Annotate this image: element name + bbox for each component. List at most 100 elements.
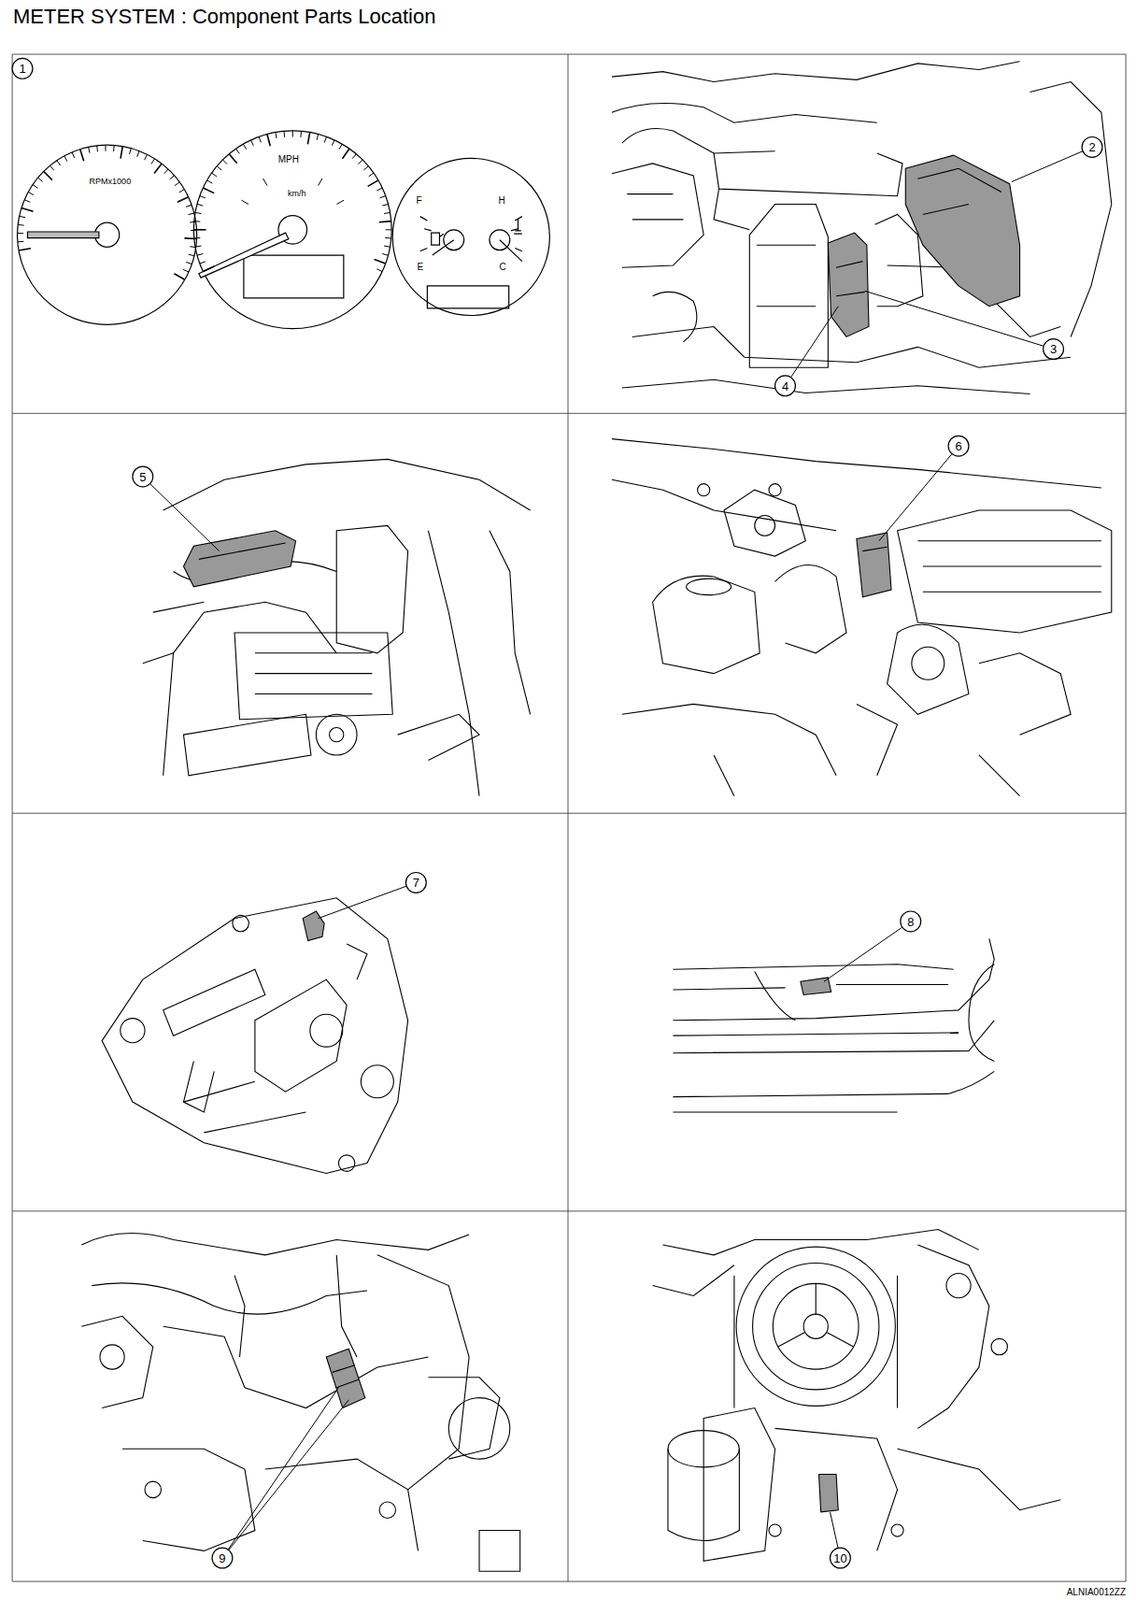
steering-column-view: [315, 713, 357, 755]
engine-room-view: [611, 61, 1021, 83]
dial-tick: [385, 228, 393, 230]
engine-compartment-view: [611, 479, 837, 531]
gauge-marking: C: [499, 262, 507, 272]
engine-compartment-view: [775, 565, 847, 654]
dial-tick: [193, 228, 206, 231]
front-grille-view: [672, 937, 994, 1112]
dial-tick: [251, 140, 255, 146]
callout-circle: [132, 466, 154, 487]
dial-tick: [189, 245, 196, 248]
steering-column-view: [142, 458, 531, 796]
leader-line: [150, 483, 220, 552]
combination-meter: [198, 232, 289, 278]
engine-compartment-view: [856, 532, 892, 597]
combination-meter: [499, 240, 523, 262]
crankshaft-pulley-view: [768, 1523, 781, 1536]
steering-column-view: [255, 653, 373, 695]
crankshaft-pulley-view: [734, 1275, 898, 1408]
crankshaft-pulley-view: [667, 1448, 739, 1540]
dial-tick: [164, 169, 169, 174]
dial-tick: [197, 254, 203, 256]
callout-circle: [775, 375, 796, 397]
dial-tick: [137, 151, 140, 157]
callout-circle: [1081, 136, 1103, 157]
dial-tick: [17, 232, 25, 234]
engine-room-view: [713, 188, 750, 230]
leader-line: [318, 885, 408, 918]
steering-column-view: [142, 601, 204, 663]
dial-tick: [324, 136, 327, 142]
dial-tick: [194, 237, 201, 240]
transaxle-view: [346, 943, 368, 980]
dial-tick: [382, 203, 388, 206]
combination-meter: [431, 232, 444, 245]
dial-tick: [352, 154, 356, 159]
callout-circle: [12, 57, 33, 79]
dial-tick: [318, 178, 323, 186]
combination-meter: [511, 216, 523, 252]
dial-tick: [154, 163, 162, 173]
engine-side-view: [448, 1397, 510, 1459]
dial-tick: [275, 132, 277, 139]
crankshaft-pulley-view: [778, 1282, 854, 1347]
engine-compartment-view: [917, 540, 1101, 593]
gauge-marking: MPH: [278, 155, 299, 165]
dial-tick: [24, 199, 30, 203]
dial-tick: [185, 261, 192, 264]
transaxle-view: [183, 1060, 214, 1112]
steering-column-view: [427, 530, 480, 796]
dial-tick: [373, 259, 385, 264]
callout-number: 10: [833, 1550, 847, 1563]
combination-meter: [426, 285, 509, 309]
engine-room-view: [622, 379, 1031, 394]
engine-side-view: [91, 1282, 368, 1314]
engine-compartment-view: [611, 439, 1112, 796]
engine-compartment-view: [697, 483, 710, 497]
engine-room-view: [611, 102, 878, 123]
dial-tick: [195, 212, 201, 213]
engine-side-view: [326, 1348, 365, 1407]
callout-number: 8: [907, 914, 914, 927]
crankshaft-pulley-view: [663, 1229, 980, 1255]
leader-line: [227, 1387, 339, 1549]
dial-tick: [358, 159, 364, 165]
engine-compartment-view: [768, 483, 781, 497]
crankshaft-pulley-view: [897, 1448, 1062, 1509]
transaxle-view: [360, 1065, 394, 1098]
transaxle-view: [101, 897, 408, 1174]
dial-tick: [207, 180, 213, 184]
engine-room-view: [756, 244, 816, 306]
combination-meter: [443, 229, 465, 251]
panel-grid: [12, 1209, 1126, 1211]
engine-side-view: [122, 1448, 256, 1550]
dial-tick: [71, 152, 75, 158]
engine-side-view: [234, 1254, 357, 1357]
engine-side-view: [81, 1315, 153, 1407]
engine-side-view: [163, 1325, 429, 1407]
dial-tick: [17, 241, 25, 243]
callout-number: 2: [1088, 141, 1095, 154]
dial-tick: [21, 207, 33, 212]
callout-number: 9: [218, 1550, 226, 1563]
transaxle-view: [255, 979, 347, 1092]
steering-column-view: [183, 530, 296, 587]
engine-compartment-view: [653, 575, 761, 673]
combination-meter: [243, 255, 344, 299]
engine-room-view: [626, 194, 683, 220]
page-title: METER SYSTEM : Component Parts Location: [13, 6, 436, 28]
dial-tick: [173, 273, 185, 281]
front-grille-view: [672, 937, 994, 1020]
engine-compartment-view: [862, 546, 887, 551]
dial-tick: [263, 178, 268, 186]
panel-grid: [568, 54, 569, 1581]
transaxle-view: [183, 1080, 306, 1133]
front-grille-view: [672, 1093, 949, 1112]
leader-line: [830, 1511, 839, 1548]
dial-tick: [185, 204, 192, 207]
dial-tick: [50, 165, 55, 171]
combination-meter: [27, 231, 99, 239]
engine-room-view: [622, 127, 776, 154]
dial-tick: [376, 269, 383, 272]
dial-tick: [187, 213, 194, 215]
